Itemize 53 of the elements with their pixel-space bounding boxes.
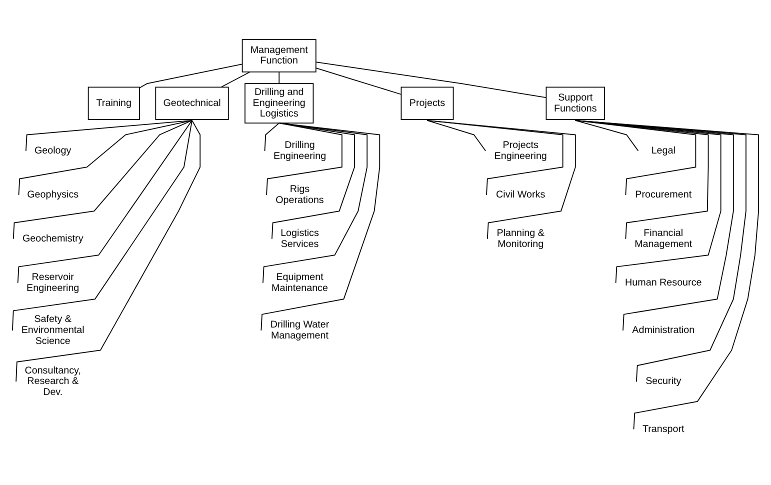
connector — [426, 120, 486, 152]
node-text: Equipment Maintenance — [272, 272, 328, 294]
connector — [574, 120, 759, 430]
connector — [574, 120, 639, 152]
node-text: Reservoir Engineering — [26, 272, 80, 294]
connector — [574, 120, 722, 284]
node-text: Drilling Water Management — [270, 320, 330, 342]
connector — [12, 120, 192, 331]
node-box: Projects — [400, 86, 454, 120]
connector — [316, 68, 402, 95]
node-text: Logistics Services — [280, 228, 319, 250]
connector — [220, 72, 250, 88]
connector — [266, 122, 342, 196]
connector — [574, 120, 709, 240]
connector — [25, 120, 192, 152]
node-text: Administration — [632, 325, 695, 336]
node-text: Safety & Environmental Science — [21, 314, 84, 347]
connector — [139, 64, 242, 88]
node-text: Transport — [642, 424, 684, 435]
connector — [426, 120, 564, 196]
node-box: Drilling and Engineering Logistics — [244, 83, 314, 124]
node-text: Financial Management — [634, 228, 692, 250]
connector — [316, 62, 546, 98]
node-text: Geophysics — [27, 189, 79, 200]
connector — [574, 120, 734, 331]
connector — [16, 120, 201, 382]
node-text: Drilling Engineering — [273, 140, 326, 162]
connector — [271, 122, 355, 240]
node-box: Support Functions — [546, 86, 606, 120]
node-text: Security — [646, 376, 682, 388]
node-box: Geotechnical — [155, 86, 229, 120]
node-text: Rigs Operations — [276, 184, 324, 206]
connector — [260, 122, 380, 331]
connector — [18, 120, 192, 196]
node-box: Training — [88, 86, 140, 120]
connector — [574, 120, 746, 382]
node-text: Procurement — [635, 189, 692, 200]
node-text: Legal — [651, 145, 676, 156]
connector — [262, 122, 368, 284]
node-text: Projects Engineering — [494, 140, 547, 162]
node-text: Planning & Monitoring — [496, 228, 544, 250]
node-text: Geology — [34, 145, 72, 156]
node-text: Consultancy, Research & Dev. — [24, 365, 81, 398]
connector — [17, 120, 192, 284]
node-text: Civil Works — [496, 189, 546, 200]
connector — [12, 120, 192, 240]
connector — [426, 120, 576, 240]
connector — [574, 120, 696, 196]
node-text: Geochemistry — [22, 233, 84, 244]
node-box: Management Function — [242, 39, 316, 72]
node-text: Human Resource — [625, 277, 702, 288]
connector — [278, 72, 280, 84]
connector — [264, 122, 280, 152]
